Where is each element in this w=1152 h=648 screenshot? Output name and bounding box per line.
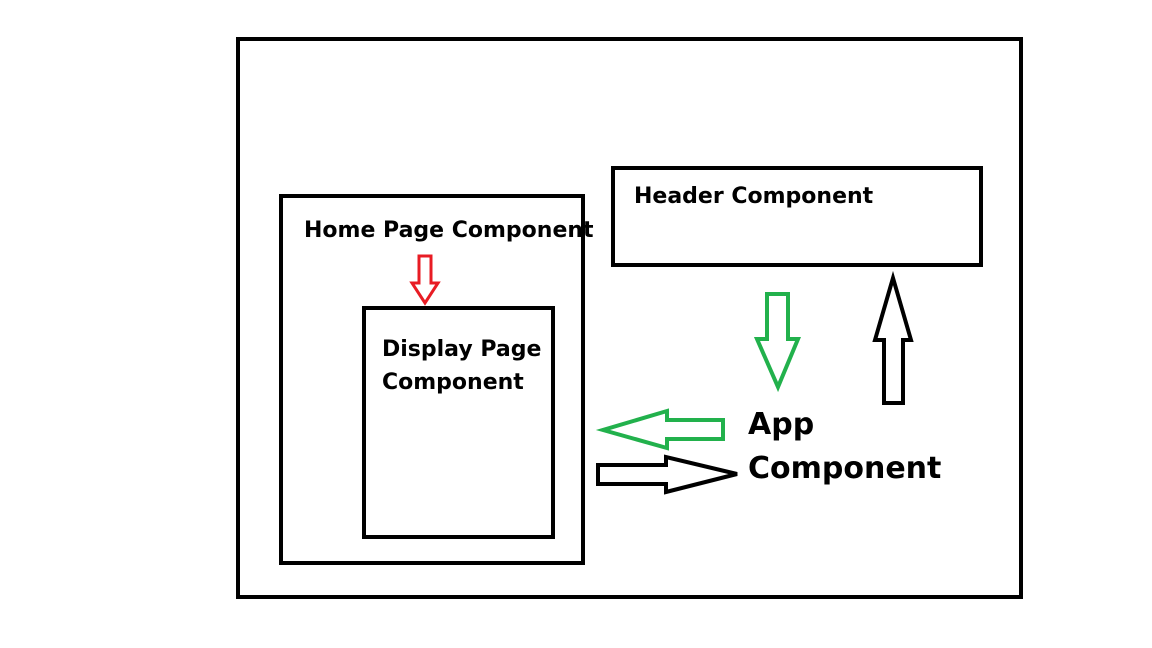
black-right-arrow-home-to-app: [596, 454, 738, 495]
header-component-label: Header Component: [634, 184, 874, 209]
app-label-line-1: App: [748, 407, 815, 442]
home-page-component-box: [279, 194, 585, 565]
display-page-component-label: Display Page Component: [382, 333, 541, 399]
green-down-arrow-header-to-app: [753, 292, 801, 393]
app-component-label: App Component: [748, 403, 941, 491]
display-label-line-1: Display Page: [382, 337, 542, 362]
red-down-arrow-home-to-display: [409, 254, 441, 306]
black-up-arrow-app-to-header: [872, 270, 914, 405]
diagram-frame: [236, 37, 1023, 599]
app-label-line-2: Component: [748, 451, 942, 486]
green-left-arrow-app-to-home: [595, 408, 725, 451]
display-page-component-box: [362, 306, 555, 539]
header-component-box: [611, 166, 983, 267]
home-page-component-label: Home Page Component: [304, 218, 594, 243]
display-label-line-2: Component: [382, 370, 524, 395]
